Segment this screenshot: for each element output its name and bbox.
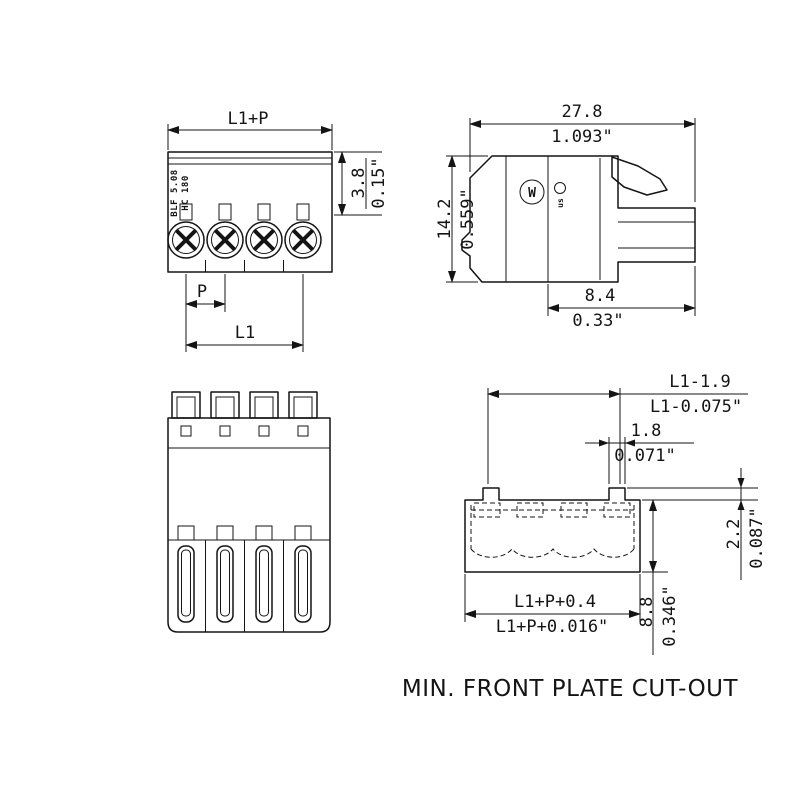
front-view-body: BLF 5.08 HC 180 xyxy=(166,151,333,273)
dim-2-2-mm-label: 2.2 xyxy=(724,519,744,550)
rear-view-body xyxy=(167,417,331,633)
side-view-body: W us xyxy=(461,155,696,283)
dim-8-4-in-label: 0.33" xyxy=(572,311,623,331)
front-height-dimension: 3.8 0.15" xyxy=(334,151,389,216)
side-tail-dimension: 8.4 0.33" xyxy=(547,266,696,331)
side-length-dimension: 27.8 1.093" xyxy=(469,102,696,202)
dim-l1-p-0-4-in-label: L1+P+0.016" xyxy=(496,617,609,637)
dim-l1-label: L1 xyxy=(235,323,255,343)
dim-1-8-mm-label: 1.8 xyxy=(631,421,662,441)
front-pitch-dimension: P xyxy=(185,274,226,352)
weidmueller-logo-icon xyxy=(519,179,545,205)
front-width-dimension: L1+P xyxy=(167,109,333,150)
rear-view xyxy=(167,391,331,633)
side-height-dimension: 14.2 0.559" xyxy=(435,155,488,283)
dim-14-2-in-label: 0.559" xyxy=(458,188,478,249)
dim-14-2-mm-label: 14.2 xyxy=(435,199,455,240)
dim-1-8-in-label: 0.071" xyxy=(614,446,675,466)
dim-8-4-mm-label: 8.4 xyxy=(585,286,616,306)
locking-lever xyxy=(611,156,668,196)
dim-8-8-mm-label: 8.8 xyxy=(637,597,657,628)
dim-3-8-mm-label: 3.8 xyxy=(349,168,369,199)
side-view: W us 27.8 1.093" 14.2 0.559" 8.4 0.33" xyxy=(435,102,696,331)
cutout-tab-width-dimension: 1.8 0.071" xyxy=(585,421,694,484)
dim-l1-minus-1-9-in-label: L1-0.075" xyxy=(650,397,742,417)
part-marking-line2: HC 180 xyxy=(181,175,191,211)
dim-8-8-in-label: 0.346" xyxy=(660,585,680,646)
dim-l1p-label: L1+P xyxy=(228,109,269,129)
cutout-view: L1-1.9 L1-0.075" 1.8 0.071" 2.2 0.087" 8 xyxy=(464,372,767,655)
logo-glyph: W xyxy=(528,186,536,201)
part-marking-line1: BLF 5.08 xyxy=(170,169,180,216)
dim-27-8-in-label: 1.093" xyxy=(551,127,612,147)
cutout-height-dimension: 8.8 0.346" xyxy=(637,499,680,655)
certification-mark: us xyxy=(556,198,565,208)
cutout-tab-span-dimension: L1-1.9 L1-0.075" xyxy=(487,372,748,484)
dim-pitch-label: P xyxy=(197,282,207,302)
dim-3-8-in-label: 0.15" xyxy=(369,157,389,208)
cutout-width-dimension: L1+P+0.4 L1+P+0.016" xyxy=(464,574,641,637)
cutout-outline xyxy=(464,487,641,573)
front-view: BLF 5.08 HC 180 L1+P 3.8 0.15" P L1 xyxy=(166,109,389,352)
drawing-caption: MIN. FRONT PLATE CUT-OUT xyxy=(402,676,739,702)
certification-icon xyxy=(554,182,566,194)
cutout-tab-height-dimension: 2.2 0.087" xyxy=(627,468,767,580)
dim-l1-p-0-4-mm-label: L1+P+0.4 xyxy=(514,592,596,612)
dim-27-8-mm-label: 27.8 xyxy=(562,102,603,122)
front-span-dimension: L1 xyxy=(185,274,304,352)
dim-l1-minus-1-9-mm-label: L1-1.9 xyxy=(669,372,730,392)
dim-2-2-in-label: 0.087" xyxy=(747,507,767,568)
